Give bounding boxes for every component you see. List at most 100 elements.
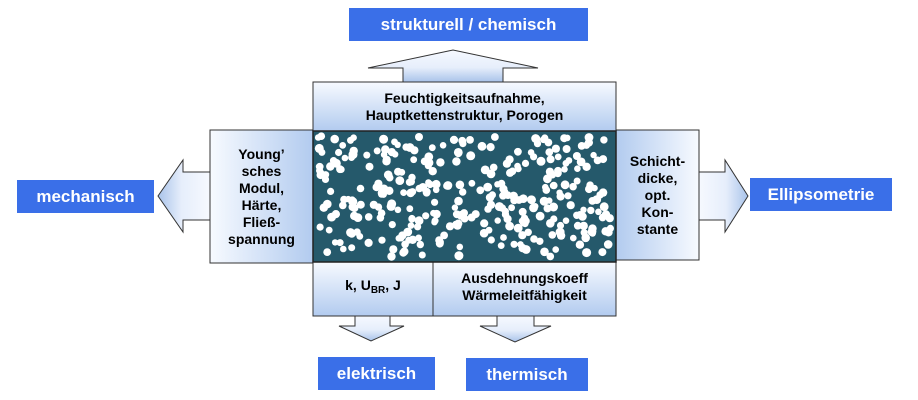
pore xyxy=(407,222,415,229)
pore xyxy=(452,210,461,219)
pore xyxy=(323,248,332,256)
pore xyxy=(348,196,356,204)
pore xyxy=(416,240,424,249)
pore xyxy=(580,206,587,213)
pore xyxy=(539,196,549,206)
pore xyxy=(410,156,418,164)
pore xyxy=(317,169,325,178)
pore xyxy=(517,241,524,248)
pore xyxy=(356,233,364,240)
pore xyxy=(486,143,495,152)
arrow-right xyxy=(698,158,749,234)
pore xyxy=(379,134,389,144)
pore xyxy=(394,206,402,214)
k-ubr-j-label: k, UBR, J xyxy=(345,276,401,296)
pore xyxy=(579,221,588,231)
pore xyxy=(508,204,515,212)
panel-left-line-2: sches xyxy=(241,162,282,179)
pore xyxy=(410,146,419,155)
pore xyxy=(540,247,549,257)
pore xyxy=(406,205,414,213)
pore xyxy=(514,147,522,156)
pore xyxy=(365,162,374,171)
pore xyxy=(325,226,333,234)
pore xyxy=(489,163,498,172)
pore xyxy=(562,145,571,153)
pore xyxy=(552,246,559,253)
pore xyxy=(445,222,455,231)
panel-left xyxy=(209,129,314,264)
pore xyxy=(556,221,565,230)
pore xyxy=(530,235,538,243)
pore xyxy=(562,217,570,224)
pore xyxy=(480,165,490,175)
pore xyxy=(576,211,584,219)
pore xyxy=(546,155,555,164)
pore xyxy=(546,219,555,228)
pore xyxy=(564,192,572,200)
pore xyxy=(330,134,340,144)
pore xyxy=(432,186,440,194)
pore xyxy=(454,196,463,206)
pore xyxy=(574,165,581,172)
pore xyxy=(587,227,597,237)
pore xyxy=(576,157,586,167)
pore xyxy=(476,186,485,195)
pore xyxy=(408,214,416,222)
pore xyxy=(582,141,591,149)
pore xyxy=(581,234,590,243)
pore xyxy=(431,179,441,189)
pore xyxy=(575,240,585,249)
pore xyxy=(544,138,553,147)
pore xyxy=(598,248,607,257)
pore xyxy=(346,228,355,237)
panel-bottom-left-text: k, UBR, J xyxy=(313,262,433,308)
panel-right-line-3: opt. xyxy=(644,186,671,203)
pore xyxy=(341,154,349,162)
panel-top-line-2: Hauptkettenstruktur, Porogen xyxy=(365,106,564,123)
pore xyxy=(331,239,339,246)
pore xyxy=(546,252,555,261)
pore xyxy=(327,187,335,195)
pore xyxy=(521,245,531,254)
pore xyxy=(497,242,505,250)
pore xyxy=(336,165,344,174)
pore xyxy=(569,182,577,191)
pore xyxy=(414,223,422,231)
pore xyxy=(588,197,597,205)
pore xyxy=(554,166,562,175)
panel-left-line-1: Young’ xyxy=(238,145,285,162)
pore xyxy=(460,214,469,223)
pore xyxy=(529,203,538,213)
pore xyxy=(374,203,383,211)
pore xyxy=(530,153,538,161)
pore xyxy=(564,134,571,142)
pore xyxy=(431,219,438,226)
label-thermisch: thermisch xyxy=(466,358,588,391)
pore xyxy=(485,193,495,202)
pore xyxy=(380,190,387,198)
pore xyxy=(319,203,328,212)
arrow-down-left xyxy=(338,315,405,342)
pore xyxy=(480,219,489,228)
pore xyxy=(595,208,602,216)
pore xyxy=(545,148,554,157)
pore xyxy=(499,184,508,193)
pore xyxy=(582,248,592,258)
pore xyxy=(435,239,444,248)
pore xyxy=(521,159,530,167)
panel-left-line-6: spannung xyxy=(228,230,295,247)
arrow-up xyxy=(367,49,539,83)
pore xyxy=(494,181,501,188)
pore xyxy=(485,226,493,234)
label-strukturell-chemisch: strukturell / chemisch xyxy=(349,8,588,41)
label-elektrisch: elektrisch xyxy=(318,357,435,390)
pore xyxy=(500,234,507,241)
pore xyxy=(415,133,423,141)
pore xyxy=(439,142,447,149)
panel-right-line-1: Schicht- xyxy=(629,152,686,169)
pore xyxy=(542,186,551,194)
pore xyxy=(535,211,545,221)
label-ellipsometrie: Ellipsometrie xyxy=(750,178,892,211)
pore xyxy=(382,155,391,164)
